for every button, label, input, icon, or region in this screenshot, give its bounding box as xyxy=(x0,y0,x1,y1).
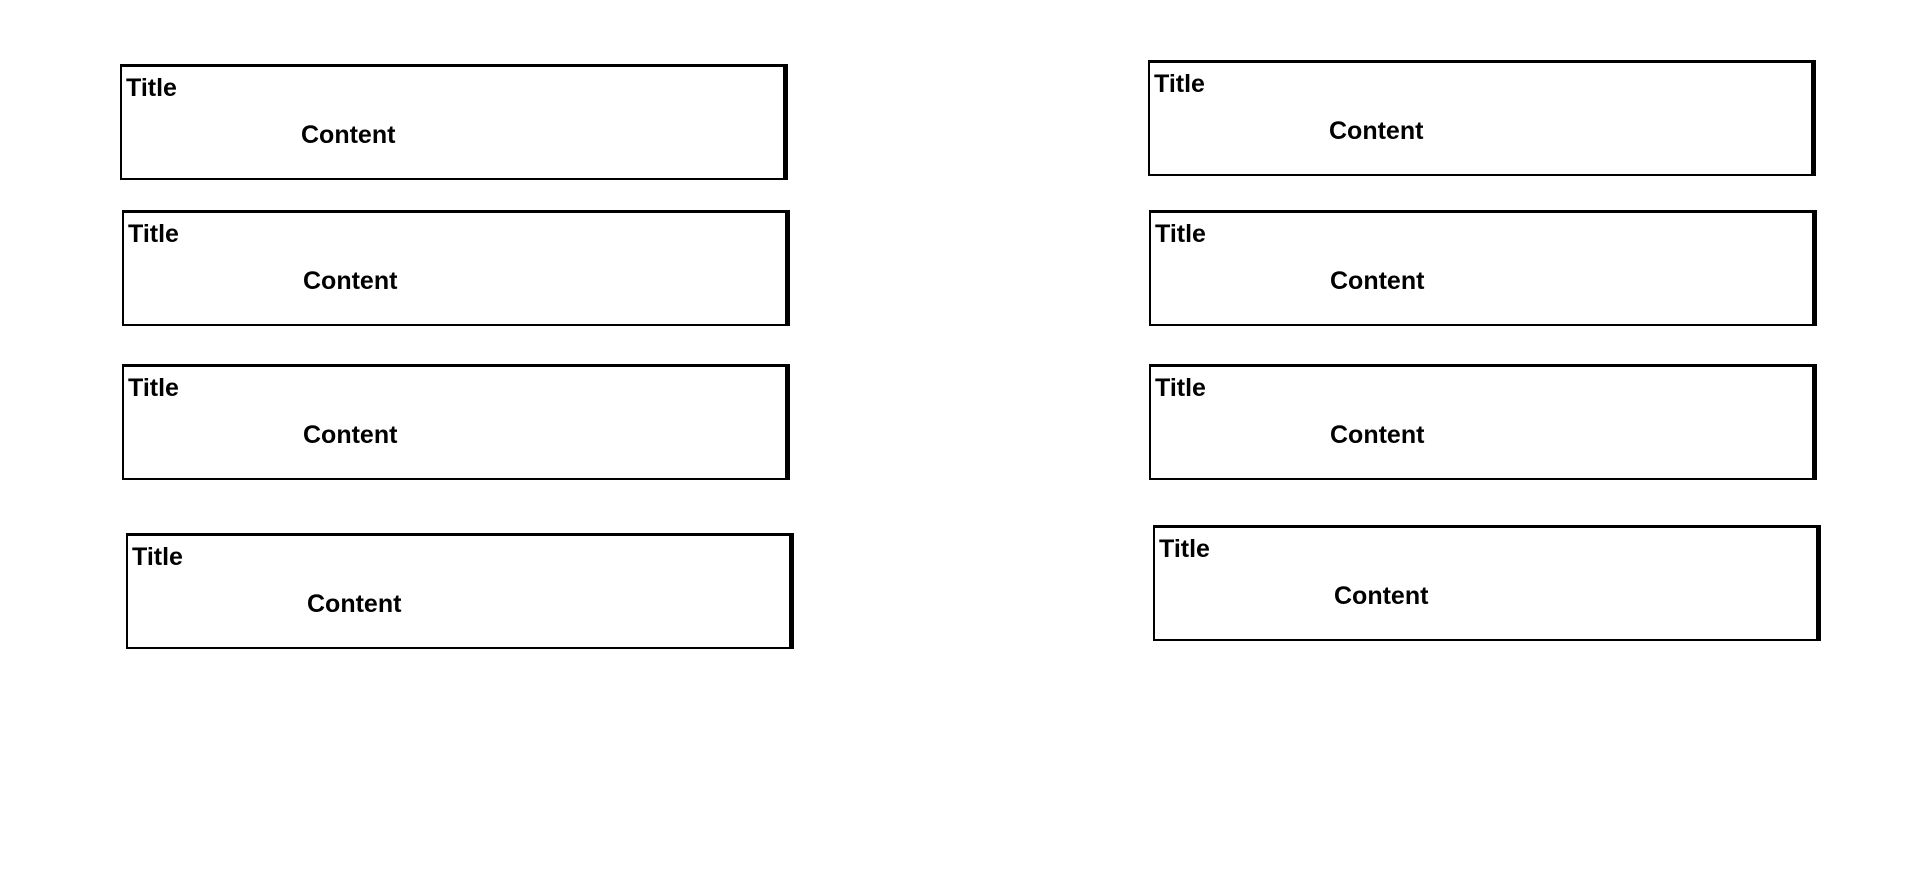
card-content: Content xyxy=(303,421,398,449)
card-title: Title xyxy=(1155,374,1206,402)
card-title: Title xyxy=(1154,70,1205,98)
card-left-1: Title Content xyxy=(120,64,788,180)
card-title: Title xyxy=(128,374,179,402)
card-title: Title xyxy=(126,74,177,102)
card-left-4: Title Content xyxy=(126,533,794,649)
card-content: Content xyxy=(1330,421,1425,449)
card-right-2: Title Content xyxy=(1149,210,1817,326)
card-left-3: Title Content xyxy=(122,364,790,480)
card-title: Title xyxy=(1155,220,1206,248)
card-content: Content xyxy=(307,590,402,618)
card-title: Title xyxy=(1159,535,1210,563)
card-right-3: Title Content xyxy=(1149,364,1817,480)
card-content: Content xyxy=(301,121,396,149)
card-content: Content xyxy=(1329,117,1424,145)
card-right-4: Title Content xyxy=(1153,525,1821,641)
card-title: Title xyxy=(128,220,179,248)
card-content: Content xyxy=(303,267,398,295)
card-left-2: Title Content xyxy=(122,210,790,326)
card-content: Content xyxy=(1330,267,1425,295)
card-title: Title xyxy=(132,543,183,571)
card-right-1: Title Content xyxy=(1148,60,1816,176)
card-content: Content xyxy=(1334,582,1429,610)
